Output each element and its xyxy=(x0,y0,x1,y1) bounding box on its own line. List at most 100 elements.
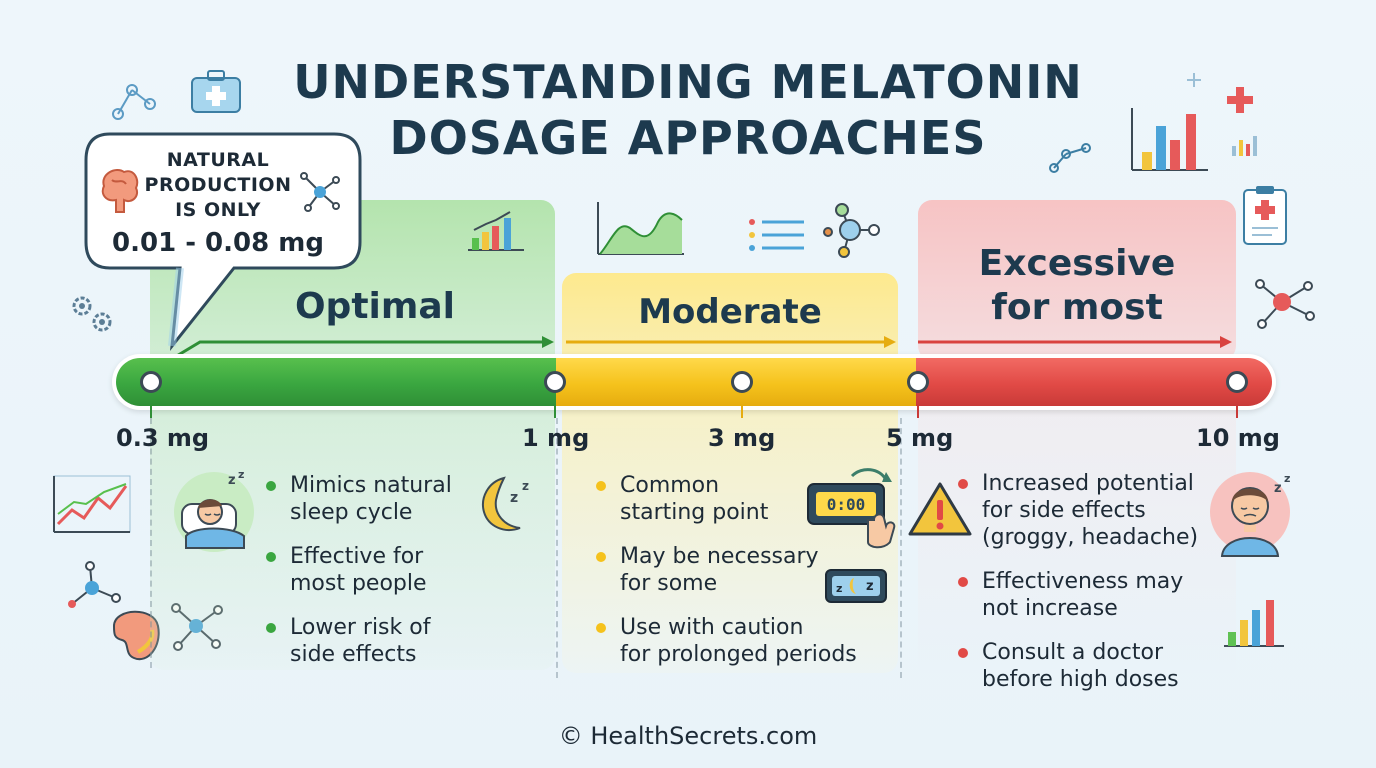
bullet-dot xyxy=(266,623,276,633)
tick-label-0-3mg: 0.3 mg xyxy=(116,424,210,452)
callout-line3: IS ONLY xyxy=(175,199,261,221)
svg-text:z: z xyxy=(228,473,236,488)
excessive-zone-label: Excessive for most xyxy=(918,242,1236,330)
bar-chart-icon xyxy=(1224,600,1284,647)
callout-line2: PRODUCTION xyxy=(144,174,292,196)
moderate-range-arrow xyxy=(566,336,896,348)
list-item-line: Use with caution xyxy=(620,615,804,640)
bullet-dot xyxy=(266,552,276,562)
footer-copyright: © HealthSecrets.com xyxy=(558,722,818,750)
line-chart-icon xyxy=(53,475,131,533)
molecule-icon xyxy=(112,84,156,120)
molecule-icon xyxy=(1049,143,1091,173)
divider-line xyxy=(150,418,152,668)
svg-text:z: z xyxy=(1284,472,1290,485)
svg-text:z: z xyxy=(238,468,244,481)
medical-cross-icon xyxy=(1227,87,1253,113)
list-item-line: before high doses xyxy=(982,667,1179,692)
alarm-clock-icon: 0:00 xyxy=(807,468,896,549)
svg-text:z: z xyxy=(866,579,874,594)
rising-bar-chart-icon xyxy=(468,211,524,251)
excessive-zone-label-line2: for most xyxy=(991,287,1163,328)
list-item-line: starting point xyxy=(620,500,769,525)
svg-text:z: z xyxy=(522,479,529,493)
area-chart-icon xyxy=(597,202,684,255)
tick-mark xyxy=(554,404,556,418)
excessive-zone-panel xyxy=(918,200,1236,360)
excessive-zone-panel-lower xyxy=(918,360,1236,680)
sparkle-icon xyxy=(1187,73,1201,87)
bullet-dot xyxy=(266,481,276,491)
list-item-line: Increased potential xyxy=(982,471,1194,496)
excessive-zone-label-line1: Excessive xyxy=(978,243,1176,284)
natural-production-callout-text: NATURAL PRODUCTION IS ONLY 0.01 - 0.08 m… xyxy=(108,148,328,259)
divider-line xyxy=(900,418,902,678)
tick-label-1mg: 1 mg xyxy=(522,424,590,452)
molecule-icon xyxy=(300,172,340,212)
sleep-display-icon: z z xyxy=(825,569,887,603)
timeline-node-3mg xyxy=(731,371,753,393)
tired-person-icon: z z xyxy=(1210,472,1290,557)
optimal-zone-label: Optimal xyxy=(294,286,456,327)
brain-icon xyxy=(101,168,139,213)
list-item-line: Effectiveness may xyxy=(982,569,1184,594)
tick-mark xyxy=(917,404,919,418)
list-item-line: sleep cycle xyxy=(290,500,413,525)
callout-range: 0.01 - 0.08 mg xyxy=(112,228,324,258)
moderate-zone-label: Moderate xyxy=(638,292,822,332)
mini-bar-chart-icon xyxy=(1232,136,1257,156)
list-item-line: Effective for xyxy=(290,544,424,569)
page-title-line2: DOSAGE APPROACHES xyxy=(389,111,987,165)
bullet-dot xyxy=(958,479,968,489)
list-item-line: not increase xyxy=(982,596,1118,621)
timeline-segment-optimal xyxy=(116,358,586,406)
list-item-line: (groggy, headache) xyxy=(982,525,1199,550)
warning-icon xyxy=(908,482,972,536)
bullet-dot xyxy=(596,623,606,633)
excessive-range-arrow xyxy=(918,336,1232,348)
list-icon xyxy=(749,219,804,251)
svg-text:z: z xyxy=(510,490,518,506)
timeline-node-10mg xyxy=(1226,371,1248,393)
list-item-line: side effects xyxy=(290,642,417,667)
tick-mark xyxy=(1236,404,1238,418)
list-item-line: Mimics natural xyxy=(290,473,452,498)
bullet-dot xyxy=(596,481,606,491)
timeline-node-5mg xyxy=(907,371,929,393)
timeline-node-1mg xyxy=(544,371,566,393)
moderate-zone-panel xyxy=(562,273,898,673)
timeline-node-0-3mg xyxy=(140,371,162,393)
tick-label-3mg: 3 mg xyxy=(708,424,776,452)
timeline-segment-excessive xyxy=(916,358,1272,406)
callout-line1: NATURAL xyxy=(166,149,270,171)
molecule-icon xyxy=(68,561,121,608)
svg-text:z: z xyxy=(1274,481,1282,496)
divider-line xyxy=(556,418,558,678)
list-item-line: Consult a doctor xyxy=(982,640,1164,665)
sleeping-person-icon: z z xyxy=(174,468,254,552)
natural-production-callout-bubble xyxy=(84,132,362,351)
molecule-icon xyxy=(823,203,880,258)
bullet-dot xyxy=(958,648,968,658)
list-item-line: most people xyxy=(290,571,427,596)
clipboard-icon xyxy=(1243,186,1287,245)
tick-mark xyxy=(741,404,743,418)
molecule-icon xyxy=(1255,279,1315,329)
bar-chart-icon xyxy=(1131,108,1208,171)
list-item-line: Lower risk of xyxy=(290,615,431,640)
crescent-moon-icon: z z xyxy=(482,476,529,531)
list-item-line: May be necessary xyxy=(620,544,819,569)
page-title-line1: UNDERSTANDING MELATONIN xyxy=(293,55,1083,109)
